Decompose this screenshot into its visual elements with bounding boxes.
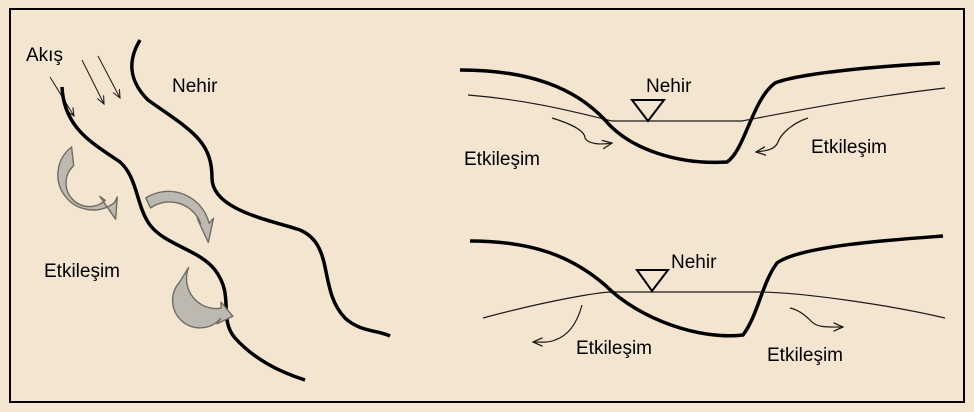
- flow-label: Akış: [26, 45, 63, 66]
- river-label: Nehir: [172, 76, 218, 97]
- interaction-label: Etkileşim: [44, 261, 120, 282]
- interaction-label-right: Etkileşim: [767, 345, 843, 366]
- interaction-label-left: Etkileşim: [576, 338, 652, 359]
- river-label: Nehir: [646, 76, 692, 97]
- interaction-label-right: Etkileşim: [811, 137, 887, 158]
- interaction-label-left: Etkileşim: [464, 149, 540, 170]
- river-label: Nehir: [671, 252, 717, 273]
